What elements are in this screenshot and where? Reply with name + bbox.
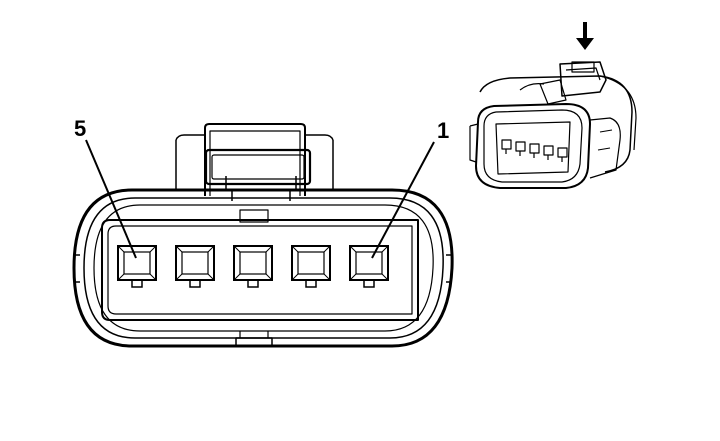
latch-tab	[204, 148, 312, 186]
inset-pin-row	[501, 139, 568, 162]
inset-front-face	[475, 103, 591, 189]
pin-cavity	[101, 219, 419, 321]
leader-line-pin-5	[85, 139, 137, 259]
callout-pin-1: 1	[437, 118, 449, 143]
pin-2	[291, 245, 331, 288]
pin-1	[349, 245, 389, 288]
callout-leaders	[85, 139, 435, 259]
pin-3	[233, 245, 273, 288]
callout-pin-5: 5	[74, 116, 86, 141]
pin-row	[117, 245, 389, 288]
pin-4	[175, 245, 215, 288]
pin-5	[117, 245, 157, 288]
connector-front-view	[72, 123, 454, 348]
connector-shell-outer	[72, 188, 454, 348]
leader-line-pin-1	[371, 141, 435, 259]
latch-outer	[204, 123, 306, 196]
down-arrow-icon	[576, 22, 594, 50]
connector-isometric-view	[469, 22, 637, 189]
